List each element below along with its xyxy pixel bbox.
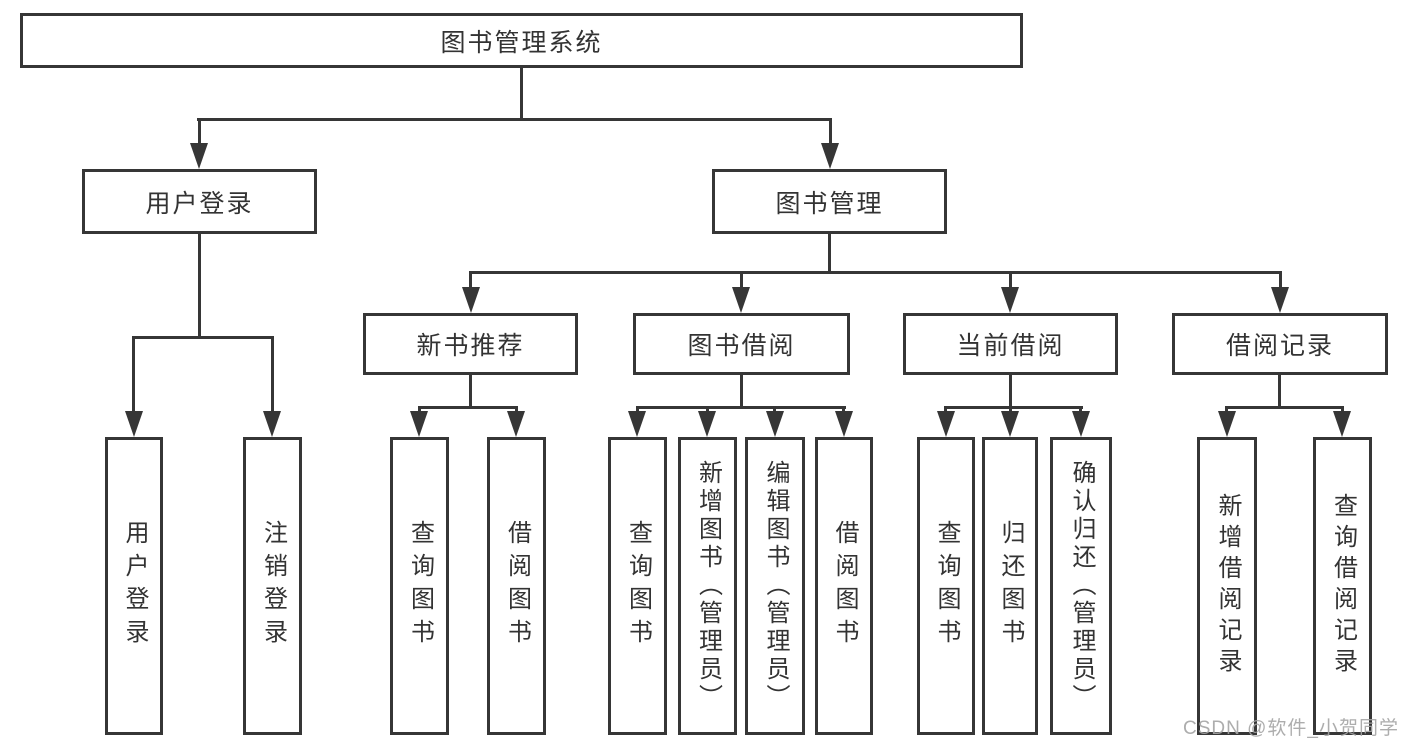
connector-line bbox=[1341, 406, 1344, 413]
connector-line bbox=[469, 271, 472, 289]
connector-line bbox=[944, 406, 1083, 409]
connector-line bbox=[636, 406, 846, 409]
connector-line bbox=[740, 375, 743, 406]
arrowhead-down-icon bbox=[1333, 411, 1351, 437]
leaf-add-book-admin: 新增图书（管理员） bbox=[678, 437, 737, 735]
arrowhead-down-icon bbox=[507, 411, 525, 437]
arrowhead-down-icon bbox=[410, 411, 428, 437]
node-label: 查询图书 bbox=[624, 520, 652, 652]
connector-line bbox=[1225, 406, 1343, 409]
arrowhead-down-icon bbox=[462, 287, 480, 313]
leaf-query-books-borrowing: 查询图书 bbox=[608, 437, 667, 735]
connector-line bbox=[418, 406, 518, 409]
node-label: 图书管理系统 bbox=[440, 28, 603, 57]
leaf-confirm-return-admin: 确认归还（管理员） bbox=[1050, 437, 1112, 735]
arrowhead-down-icon bbox=[1271, 287, 1289, 313]
node-label: 用户登录 bbox=[145, 189, 254, 218]
node-label: 图书管理 bbox=[775, 189, 884, 218]
connector-line bbox=[198, 118, 201, 145]
connector-line bbox=[1009, 271, 1012, 289]
node-label: 查询借阅记录 bbox=[1329, 493, 1357, 679]
leaf-logout: 注销登录 bbox=[243, 437, 302, 735]
connector-line bbox=[469, 375, 472, 406]
arrowhead-down-icon bbox=[732, 287, 750, 313]
node-label: 编辑图书（管理员） bbox=[762, 460, 789, 712]
leaf-borrow-books-borrowing: 借阅图书 bbox=[815, 437, 873, 735]
leaf-query-borrow-record: 查询借阅记录 bbox=[1313, 437, 1372, 735]
leaf-borrow-books-recommend: 借阅图书 bbox=[487, 437, 546, 735]
connector-line bbox=[520, 68, 523, 118]
node-label: 查询图书 bbox=[933, 520, 960, 652]
connector-line bbox=[271, 336, 274, 413]
leaf-query-books-recommend: 查询图书 bbox=[390, 437, 449, 735]
node-label: 查询图书 bbox=[406, 520, 434, 652]
leaf-user-login: 用户登录 bbox=[105, 437, 163, 735]
node-label: 用户登录 bbox=[121, 520, 148, 652]
node-label: 新增图书（管理员） bbox=[694, 460, 722, 712]
connector-line bbox=[197, 118, 832, 121]
node-label: 当前借阅 bbox=[956, 332, 1065, 360]
leaf-return-book: 归还图书 bbox=[982, 437, 1038, 735]
arrowhead-down-icon bbox=[125, 411, 143, 437]
node-label: 借阅记录 bbox=[1225, 332, 1334, 360]
arrowhead-down-icon bbox=[263, 411, 281, 437]
leaf-edit-book-admin: 编辑图书（管理员） bbox=[745, 437, 805, 735]
connector-line bbox=[944, 406, 947, 413]
node-book-management: 图书管理 bbox=[712, 169, 947, 234]
csdn-watermark: CSDN @软件_小贺同学 bbox=[1183, 718, 1399, 739]
node-label: 借阅图书 bbox=[831, 520, 858, 652]
arrowhead-down-icon bbox=[628, 411, 646, 437]
node-label: 新书推荐 bbox=[416, 332, 525, 360]
arrowhead-down-icon bbox=[1001, 287, 1019, 313]
node-label: 确认归还（管理员） bbox=[1068, 460, 1095, 712]
connector-line bbox=[1225, 406, 1228, 413]
connector-line bbox=[515, 406, 518, 413]
connector-line bbox=[740, 271, 743, 289]
node-label: 注销登录 bbox=[259, 520, 287, 652]
connector-line bbox=[1279, 271, 1282, 289]
connector-line bbox=[706, 406, 709, 413]
node-borrowing-records: 借阅记录 bbox=[1172, 313, 1388, 375]
connector-line bbox=[636, 406, 639, 413]
arrowhead-down-icon bbox=[698, 411, 716, 437]
node-new-book-recommend: 新书推荐 bbox=[363, 313, 578, 375]
connector-line bbox=[1079, 406, 1082, 413]
arrowhead-down-icon bbox=[1072, 411, 1090, 437]
connector-line bbox=[132, 336, 274, 339]
connector-line bbox=[1009, 375, 1012, 406]
connector-line bbox=[469, 271, 1281, 274]
connector-line bbox=[418, 406, 421, 413]
node-book-management-system: 图书管理系统 bbox=[20, 13, 1023, 68]
connector-line bbox=[828, 234, 831, 271]
arrowhead-down-icon bbox=[821, 143, 839, 169]
arrowhead-down-icon bbox=[835, 411, 853, 437]
connector-line bbox=[1009, 406, 1012, 413]
node-book-borrowing: 图书借阅 bbox=[633, 313, 850, 375]
connector-line bbox=[198, 234, 201, 336]
leaf-add-borrow-record: 新增借阅记录 bbox=[1197, 437, 1257, 735]
arrowhead-down-icon bbox=[1218, 411, 1236, 437]
connector-line bbox=[829, 118, 832, 145]
node-label: 归还图书 bbox=[997, 520, 1024, 652]
connector-line bbox=[132, 336, 135, 413]
arrowhead-down-icon bbox=[1001, 411, 1019, 437]
connector-line bbox=[842, 406, 845, 413]
arrowhead-down-icon bbox=[937, 411, 955, 437]
node-label: 新增借阅记录 bbox=[1214, 493, 1241, 679]
node-label: 借阅图书 bbox=[503, 520, 531, 652]
node-user-login: 用户登录 bbox=[82, 169, 317, 234]
node-current-borrowing: 当前借阅 bbox=[903, 313, 1118, 375]
arrowhead-down-icon bbox=[190, 143, 208, 169]
node-label: 图书借阅 bbox=[687, 332, 796, 360]
connector-line bbox=[1278, 375, 1281, 406]
arrowhead-down-icon bbox=[766, 411, 784, 437]
connector-line bbox=[773, 406, 776, 413]
leaf-query-books-current: 查询图书 bbox=[917, 437, 975, 735]
